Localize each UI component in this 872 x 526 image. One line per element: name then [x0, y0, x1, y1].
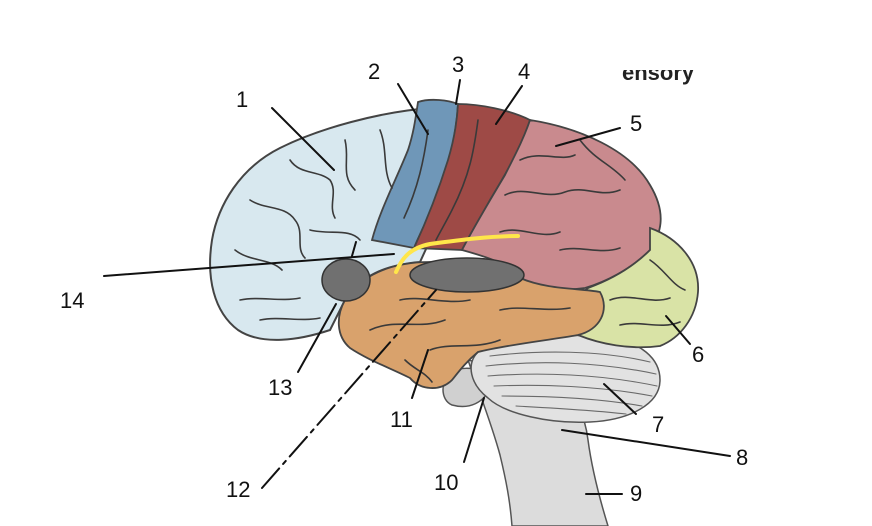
leader-2 — [397, 83, 429, 135]
cerebellum-folia — [485, 351, 658, 415]
leader-8 — [561, 429, 731, 457]
frontal-folds — [234, 129, 393, 321]
label-14: 14 — [60, 288, 84, 313]
label-11: 11 — [390, 407, 413, 432]
leader-1 — [271, 107, 335, 171]
leader-14 — [103, 253, 395, 277]
label-4: 4 — [518, 59, 530, 84]
leader-5 — [555, 127, 621, 147]
label-6: 6 — [692, 342, 704, 367]
leader-lines — [103, 79, 731, 495]
occipital-folds — [609, 259, 686, 327]
label-9: 9 — [630, 481, 642, 506]
crop-mask — [600, 44, 740, 70]
leader-6 — [665, 315, 691, 345]
label-7: 7 — [652, 412, 664, 437]
leader-11 — [411, 349, 429, 399]
leader-14-tick — [351, 241, 357, 257]
label-1: 1 — [236, 87, 248, 112]
leader-10 — [463, 397, 485, 463]
parietal-folds — [499, 139, 626, 252]
leader-7 — [603, 383, 637, 415]
label-13: 13 — [268, 375, 292, 400]
leader-3 — [455, 79, 461, 105]
label-3: 3 — [452, 52, 464, 77]
masked-oval-left — [321, 258, 371, 302]
leader-4 — [495, 85, 523, 125]
lateral-sulcus-highlight — [394, 234, 520, 274]
masked-oval-right — [409, 257, 525, 293]
label-2: 2 — [368, 59, 380, 84]
leader-12 — [261, 289, 437, 489]
label-10: 10 — [434, 470, 458, 495]
label-5: 5 — [630, 111, 642, 136]
leader-13 — [297, 303, 337, 373]
temporal-folds — [369, 297, 571, 383]
label-12: 12 — [226, 477, 250, 502]
label-8: 8 — [736, 445, 748, 470]
central-folds — [403, 119, 479, 241]
